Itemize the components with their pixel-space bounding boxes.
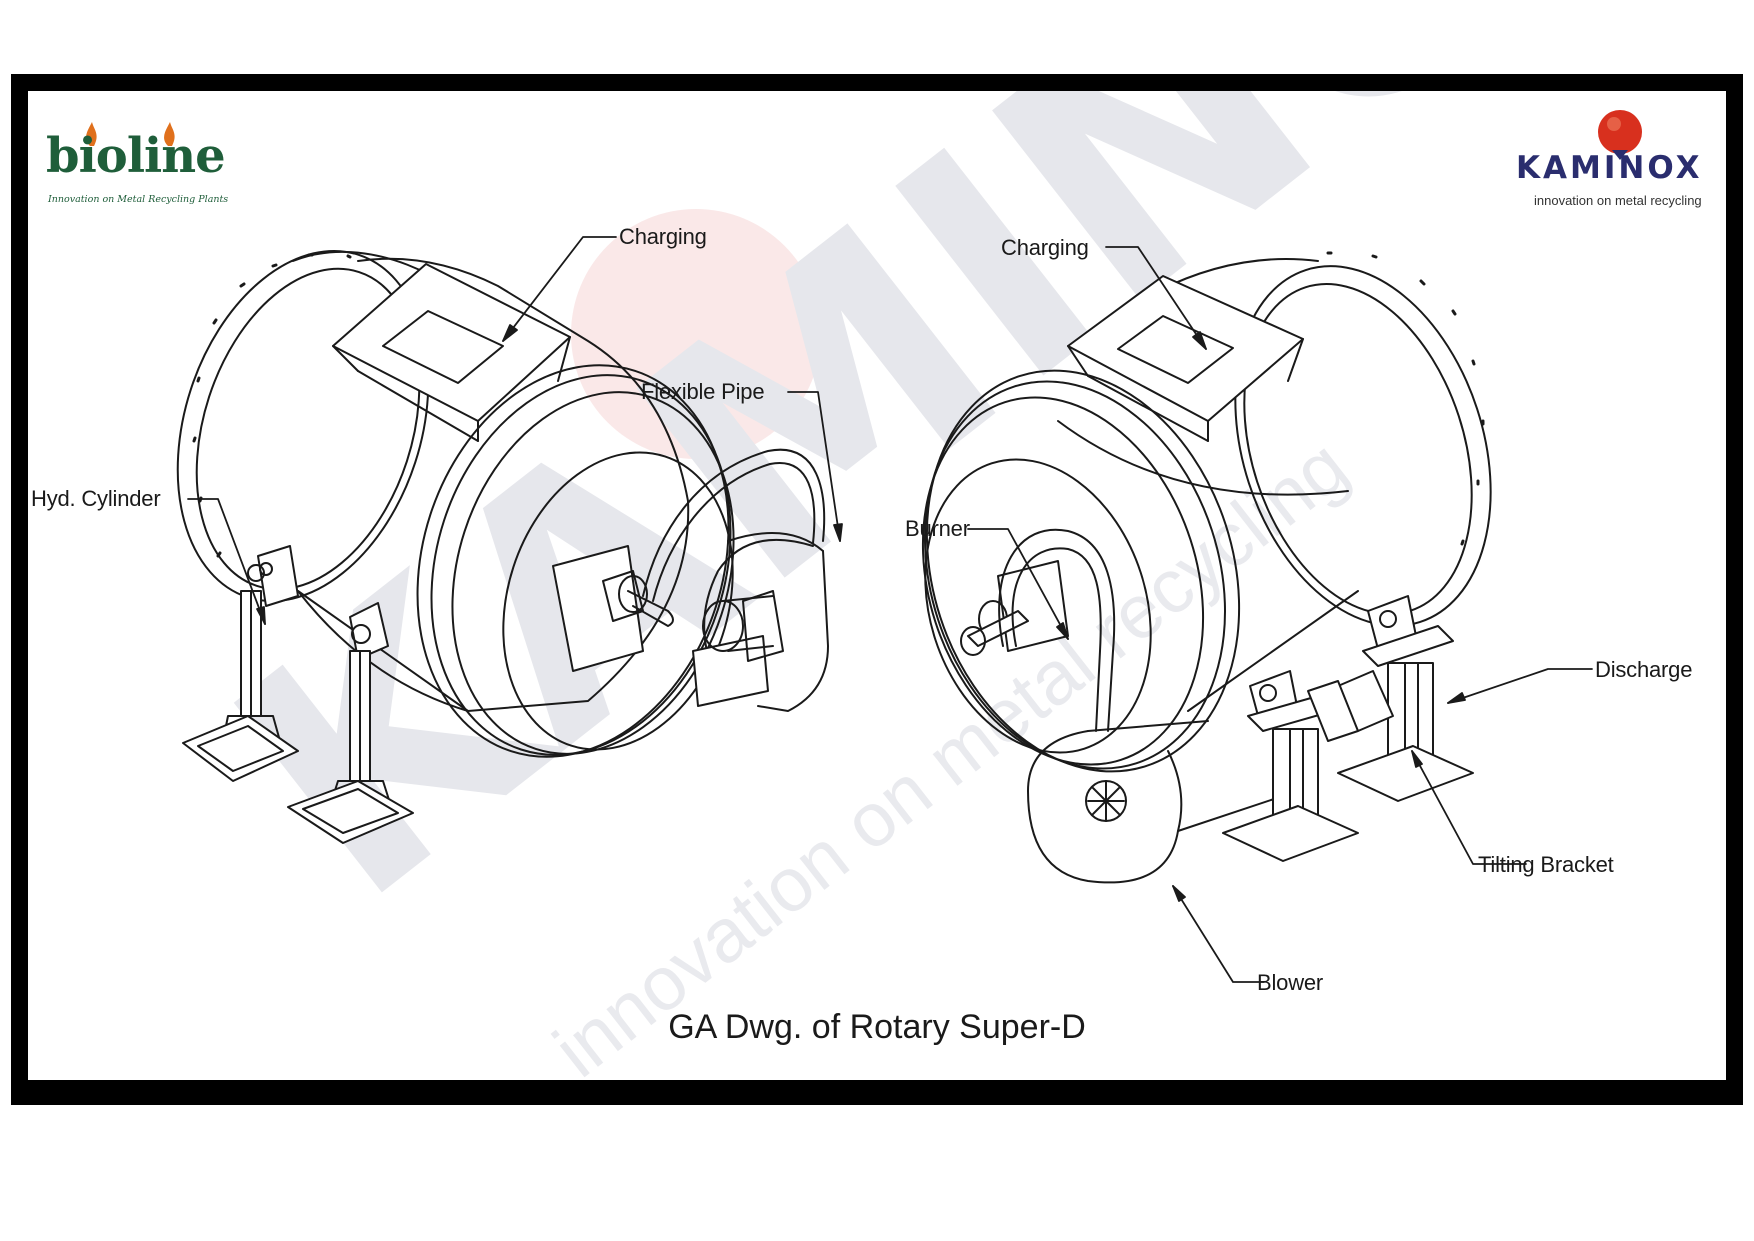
label-flexible-pipe: Flexible Pipe [641,379,765,404]
kaminox-watermark: KAMINOX [170,91,1726,972]
kaminox-logo: KAMINOX innovation on metal recycling [1498,106,1708,216]
label-blower: Blower [1257,970,1324,995]
label-discharge: Discharge [1595,657,1693,682]
kaminox-wordmark: KAMINOX [1516,150,1703,186]
bioline-wordmark: bioline [46,128,226,184]
left-furnace [176,249,829,844]
label-tilting-bracket: Tilting Bracket [1478,852,1614,877]
label-hyd-cylinder: Hyd. Cylinder [31,486,161,511]
bioline-tagline: Innovation on Metal Recycling Plants [48,194,229,205]
kaminox-tagline: innovation on metal recycling [1534,193,1702,208]
drawing-frame: KAMINOX innovation on metal recycling [11,74,1743,1105]
bioline-logo: bioline Innovation on Metal Recycling Pl… [42,116,242,208]
ga-drawing [176,236,1593,983]
label-burner: Burner [905,516,970,541]
drawing-caption: GA Dwg. of Rotary Super-D [668,1008,1086,1046]
right-furnace [921,251,1492,884]
label-charging-left: Charging [619,224,707,249]
kaminox-sphere-icon [1598,110,1642,160]
leader-lines [187,236,1593,983]
drawing-sheet: KAMINOX innovation on metal recycling [28,91,1726,1080]
flame-icon [86,122,175,146]
label-charging-right: Charging [1001,235,1089,260]
